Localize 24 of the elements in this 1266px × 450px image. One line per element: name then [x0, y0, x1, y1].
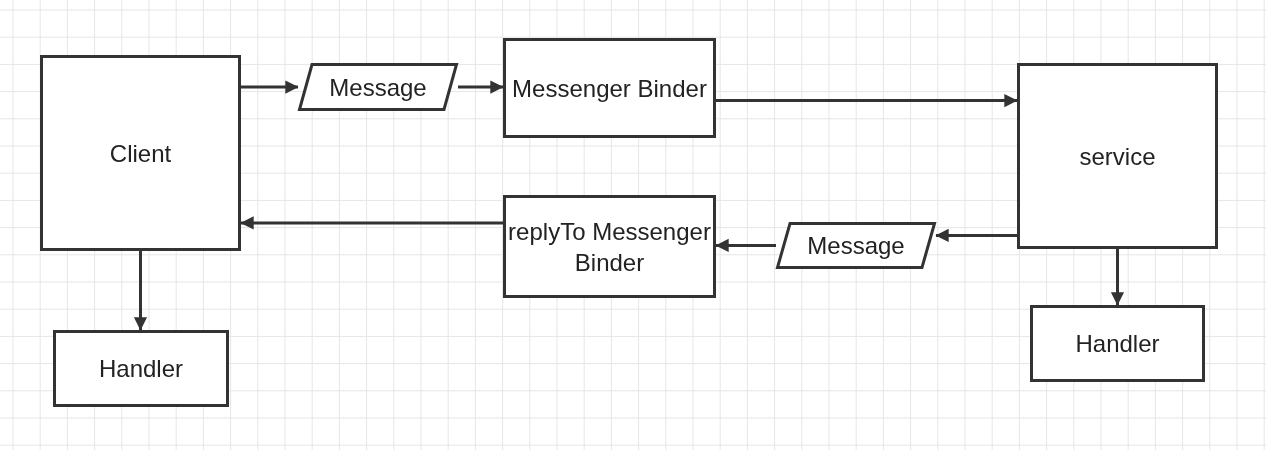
message-parallelogram: [776, 222, 936, 269]
arrow: [458, 80, 504, 94]
client-box: [40, 55, 241, 251]
node-label: Handler: [98, 354, 183, 384]
handler-box: [53, 330, 229, 407]
arrow: [935, 228, 1017, 243]
node-label: Message: [807, 231, 905, 261]
service-box: [1017, 63, 1218, 249]
messenger-binder-box: [503, 38, 716, 138]
node-label: Messenger Binder: [512, 73, 707, 104]
node-label: Client: [109, 138, 172, 169]
arrow: [1110, 249, 1125, 306]
message-parallelogram: [298, 63, 458, 111]
arrow: [716, 93, 1018, 108]
handler-box: [1030, 305, 1205, 382]
node-label: Handler: [1075, 329, 1160, 359]
node-label: Message: [329, 72, 427, 103]
reply-messenger-binder-box: [503, 195, 716, 298]
node-label: service: [1079, 141, 1156, 172]
arrow: [133, 251, 148, 331]
arrow: [715, 238, 776, 253]
arrow: [241, 80, 299, 94]
node-label: replyTo Messenger Binder: [507, 216, 712, 278]
arrow: [240, 216, 503, 230]
